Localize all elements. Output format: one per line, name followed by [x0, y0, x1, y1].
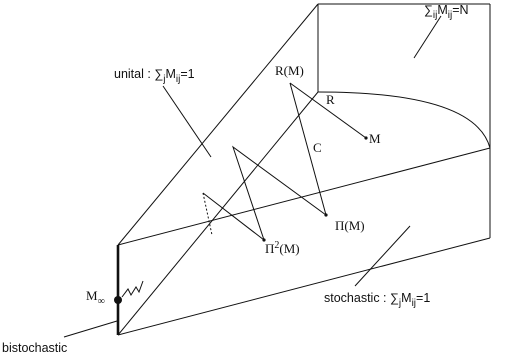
- bistochastic-label: bistochastic: [2, 341, 67, 355]
- pi2-m-point: [262, 238, 266, 242]
- wedge-middle-edge: [117, 147, 491, 246]
- sum-n-m-sub: ij: [448, 10, 452, 21]
- quarter-circle-arc: [317, 91, 491, 149]
- unital-sym: ∑: [154, 67, 163, 81]
- sum-n-label: ∑ijMij=N: [424, 3, 469, 21]
- zigzag-dotted-continuation: [202, 192, 213, 236]
- wedge-inner-diagonal-edge: [117, 91, 319, 336]
- stochastic-rhs: =1: [416, 291, 430, 305]
- sum-n-leader-line: [413, 15, 442, 59]
- pi2-base: Π: [265, 241, 274, 256]
- m-infinity-base: M: [86, 288, 98, 303]
- convergence-wiggle: [121, 280, 144, 298]
- r-to-m-segment: [289, 82, 367, 139]
- wedge-outline: [117, 3, 491, 336]
- sum-n-m: M: [437, 3, 447, 17]
- unital-m-sub: ij: [176, 74, 180, 85]
- projection-zigzag: [202, 82, 327, 242]
- stochastic-sub: j: [398, 298, 401, 309]
- stochastic-prefix: stochastic :: [324, 291, 390, 305]
- stochastic-leader-line: [354, 225, 411, 287]
- sum-n-sub: ij: [433, 10, 437, 21]
- wedge-bottom-edge: [117, 237, 491, 336]
- stochastic-sym: ∑: [390, 291, 399, 305]
- bistochastic-leader-line: [63, 320, 118, 338]
- pi2-of-m-label: Π2(M): [265, 240, 300, 256]
- stochastic-m-sub: ij: [412, 298, 416, 309]
- r-of-m-label: R(M): [275, 63, 304, 78]
- m-label: M: [369, 131, 381, 146]
- unital-label: unital : ∑jMij=1: [114, 67, 195, 85]
- stochastic-label: stochastic : ∑jMij=1: [324, 291, 430, 309]
- m-infinity-point: [114, 296, 122, 304]
- unital-m: M: [165, 67, 175, 81]
- pi2-sup: 2: [274, 240, 279, 251]
- r-label: R: [326, 92, 335, 107]
- m-infinity-label: M∞: [86, 288, 105, 307]
- c-label: C: [313, 140, 322, 155]
- unital-sub: j: [162, 74, 165, 85]
- unital-rhs: =1: [180, 67, 194, 81]
- m-infinity-sub: ∞: [98, 296, 105, 307]
- pi-of-m-label: Π(M): [335, 218, 365, 233]
- stochastic-m: M: [401, 291, 411, 305]
- sum-n-sym: ∑: [424, 3, 433, 17]
- unital-leader-line: [162, 85, 212, 158]
- pi-m-point: [324, 213, 328, 217]
- wedge-top-edge: [117, 3, 319, 246]
- sum-n-rhs: =N: [452, 3, 468, 17]
- unital-prefix: unital :: [114, 67, 154, 81]
- m-point: [364, 136, 368, 140]
- pi2-rest: (M): [279, 241, 299, 256]
